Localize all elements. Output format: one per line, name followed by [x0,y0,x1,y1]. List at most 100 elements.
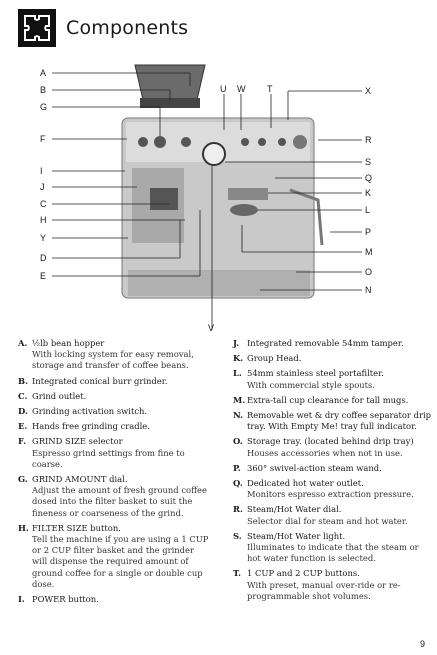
diagram-label-g: G [40,102,48,112]
component-item-c: C. Grind outlet. [18,391,210,402]
diagram-label-q: Q [365,173,373,183]
component-list-right: J. Integrated removable 54mm tamper. K.Gr… [233,338,433,606]
item-desc: Monitors espresso extraction pressure. [247,489,414,500]
diagram-label-s: S [365,157,372,167]
item-letter: K. [233,353,244,364]
diagram-label-o: O [365,267,373,277]
item-title: Steam/Hot Water dial. [247,504,342,515]
component-item-p: P. 360° swivel-action steam wand. [233,463,433,474]
item-title: Removable wet & dry coffee separator dri… [247,410,431,432]
diagram-label-k: K [365,188,372,198]
component-item-l: L.54mm stainless steel portafilter.With … [233,368,433,390]
diagram-label-e: E [40,271,47,281]
diagram-label-b: B [40,85,47,95]
component-item-q: Q. Dedicated hot water outlet.Monitors es… [233,478,433,500]
item-letter: F. [18,436,27,447]
diagram-label-h: H [40,215,47,225]
item-letter: H. [18,522,29,533]
component-item-e: E. Hands free grinding cradle. [18,421,210,432]
diagram-label-c: C [40,199,47,209]
item-title: ½lb bean hopper [32,338,105,348]
item-letter: O. [233,436,243,447]
item-letter: D. [18,406,28,417]
item-letter: M. [233,394,246,405]
machine-illustration [52,64,362,330]
item-letter: A. [18,338,28,348]
component-item-o: O. Storage tray. (located behind drip tra… [233,436,433,458]
component-item-t: T. 1 CUP and 2 CUP buttons.With preset, m… [233,568,433,602]
item-letter: L. [233,368,242,379]
item-title: 1 CUP and 2 CUP buttons. [247,568,360,579]
item-title: FILTER SIZE button. [32,522,121,533]
item-letter: E. [18,421,28,432]
diagram-label-u: U [220,84,227,94]
item-letter: S. [233,530,242,541]
diagram-label-a: A [40,68,47,78]
diagram-label-r: R [365,135,372,145]
item-title: Hands free grinding cradle. [32,421,150,432]
item-desc: Espresso grind settings from fine to coa… [32,447,185,469]
puzzle-icon [18,9,56,47]
page-header: Components [18,8,188,48]
item-letter: B. [18,375,28,386]
component-item-g: G. GRIND AMOUNT dial.Adjust the amount of… [18,474,210,519]
diagram-label-j: J [40,182,45,192]
item-title: GRIND AMOUNT dial. [32,474,128,485]
item-desc: Houses accessories when not in use. [247,447,403,458]
item-title: Steam/Hot Water light. [247,530,346,541]
component-item-h: H.FILTER SIZE button.Tell the machine if… [18,523,210,590]
item-letter: T. [233,568,242,579]
diagram-label-w: W [237,84,246,94]
diagram-label-v: V [208,323,215,333]
item-title: 360° swivel-action steam wand. [247,462,382,473]
diagram-label-d: D [40,253,47,263]
item-letter: P. [233,462,241,473]
item-desc: With commercial style spouts. [247,379,375,390]
item-title: POWER button. [32,594,99,605]
item-title: Dedicated hot water outlet. [247,478,364,489]
espresso-machine-diagram: A B G F I J C H Y D E U W T X R S Q K L … [0,60,437,335]
item-title: GRIND SIZE selector [32,436,123,447]
item-desc: Illuminates to indicate that the steam o… [247,542,419,564]
diagram-label-p: P [365,227,372,237]
item-title: Integrated removable 54mm tamper. [247,338,404,348]
page-number: 9 [419,639,425,649]
component-item-m: M.Extra-tall cup clearance for tall mugs… [233,395,433,406]
item-title: Group Head. [247,353,302,364]
page-title: Components [66,17,189,39]
component-item-i: I. POWER button. [18,594,210,605]
diagram-label-l: L [365,205,371,215]
item-title: Integrated conical burr grinder. [32,375,168,386]
component-item-r: R. Steam/Hot Water dial.Selector dial for… [233,504,433,526]
item-letter: J. [233,338,240,348]
component-item-b: B. Integrated conical burr grinder. [18,376,210,387]
component-item-n: N.Removable wet & dry coffee separator d… [233,410,433,432]
diagram-label-m: M [365,247,373,257]
diagram-label-f: F [40,134,46,144]
item-desc: With preset, manual over-ride or re-prog… [247,579,401,601]
item-letter: R. [233,504,243,515]
item-letter: N. [233,410,244,421]
diagram-label-t: T [267,84,273,94]
item-letter: G. [18,474,28,485]
item-letter: Q. [233,478,243,489]
item-desc: Tell the machine if you are using a 1 CU… [32,534,209,589]
item-title: Grind outlet. [32,390,87,401]
component-item-s: S. Steam/Hot Water light.Illuminates to i… [233,531,433,565]
item-desc: Adjust the amount of fresh ground coffee… [32,485,207,518]
item-title: Storage tray. (located behind drip tray) [247,436,414,447]
item-letter: I. [18,594,25,605]
item-desc: With locking system for easy removal, st… [32,349,194,371]
diagram-label-i: I [40,166,43,176]
diagram-label-y: Y [40,233,47,243]
diagram-label-n: N [365,285,372,295]
component-item-d: D. Grinding activation switch. [18,406,210,417]
diagram-label-x: X [365,86,372,96]
item-title: Grinding activation switch. [32,406,148,417]
item-title: Extra-tall cup clearance for tall mugs. [247,394,409,405]
item-letter: C. [18,390,28,401]
item-desc: Selector dial for steam and hot water. [247,515,408,526]
